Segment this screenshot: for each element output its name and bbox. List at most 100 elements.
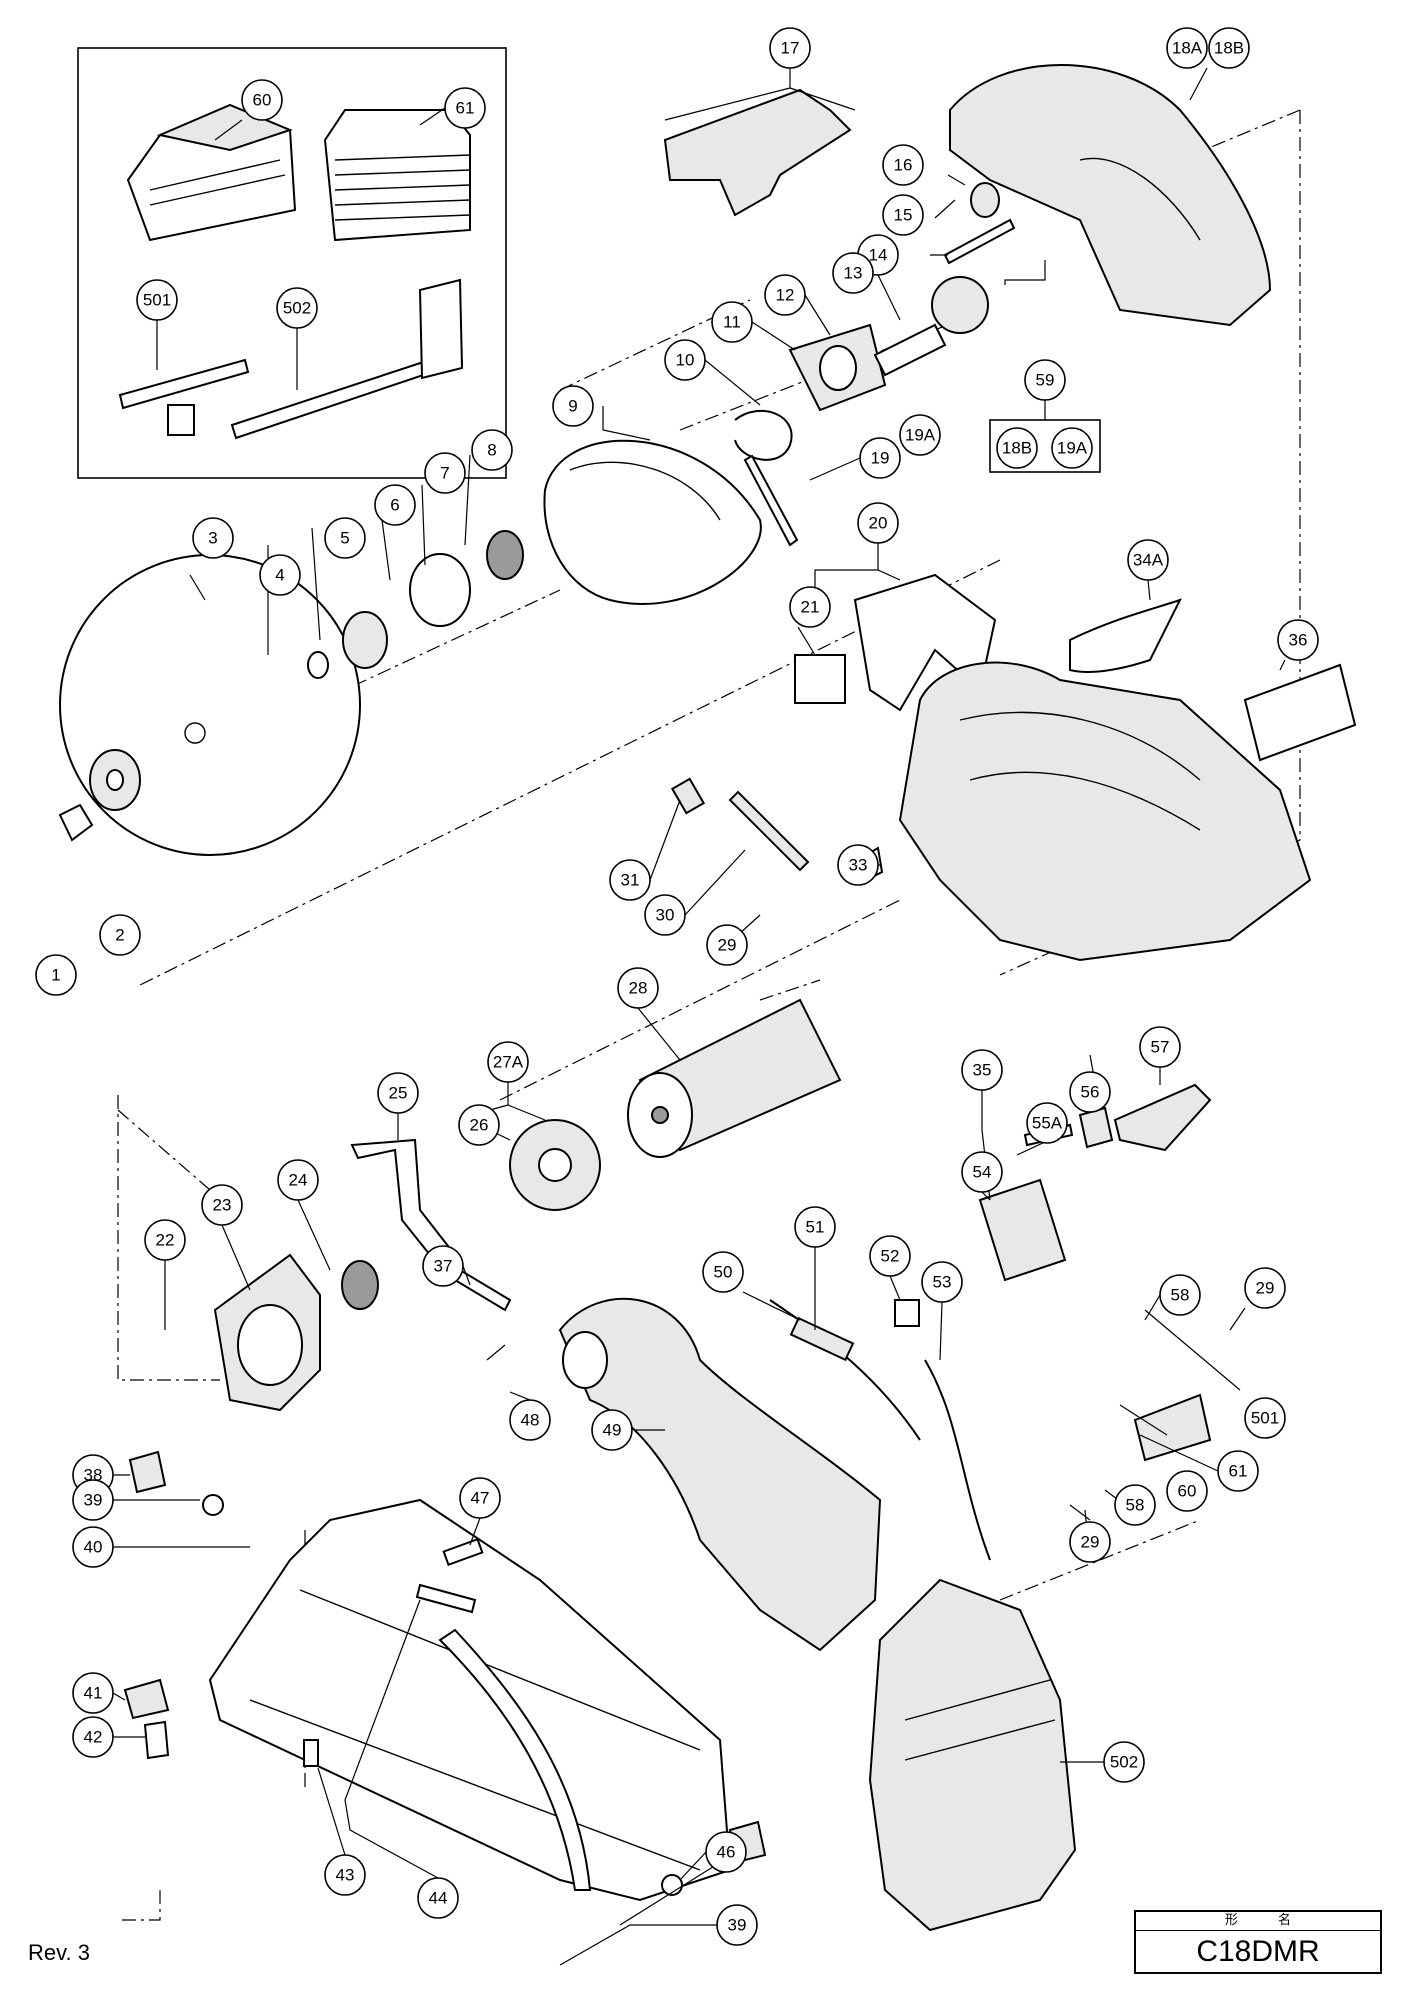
- callout-47[interactable]: 49: [591, 1409, 633, 1451]
- callout-56-b[interactable]: 58: [1114, 1484, 1156, 1526]
- svg-text:501: 501: [1251, 1409, 1279, 1428]
- svg-text:502: 502: [1110, 1753, 1138, 1772]
- callout-26[interactable]: 26: [458, 1104, 500, 1146]
- callout-19A[interactable]: 19A: [899, 414, 941, 456]
- callout-61[interactable]: 59: [1024, 359, 1066, 401]
- svg-text:15: 15: [894, 206, 913, 225]
- part-bearing-holder-12: [788, 323, 887, 412]
- callout-52[interactable]: 54: [961, 1151, 1003, 1193]
- svg-text:39: 39: [728, 1916, 747, 1935]
- svg-text:55A: 55A: [1032, 1114, 1063, 1133]
- callout-35[interactable]: 36: [1277, 619, 1319, 661]
- callout-48[interactable]: 50: [702, 1251, 744, 1293]
- callout-57[interactable]: 60: [1166, 1470, 1208, 1512]
- svg-text:3: 3: [208, 529, 217, 548]
- callout-60[interactable]: 502: [1103, 1741, 1145, 1783]
- callout-17[interactable]: 17: [769, 27, 811, 69]
- part-gear-cover-23: [213, 1253, 321, 1412]
- callout-22[interactable]: 22: [144, 1219, 186, 1261]
- callout-21[interactable]: 20: [857, 502, 899, 544]
- callout-10[interactable]: 10: [664, 339, 706, 381]
- part-washer-38: [202, 1494, 224, 1516]
- callout-20[interactable]: 21: [789, 586, 831, 628]
- callout-50[interactable]: 52: [869, 1235, 911, 1277]
- callout-4[interactable]: 4: [259, 554, 301, 596]
- callout-36[interactable]: 37: [422, 1245, 464, 1287]
- callout-504[interactable]: 502: [276, 287, 318, 329]
- callout-42[interactable]: 43: [324, 1854, 366, 1896]
- callout-61-18B[interactable]: 18B: [996, 427, 1038, 469]
- callout-6[interactable]: 6: [374, 484, 416, 526]
- svg-text:5: 5: [340, 529, 349, 548]
- callout-502[interactable]: 61: [444, 87, 486, 129]
- callout-41[interactable]: 42: [72, 1716, 114, 1758]
- svg-text:8: 8: [487, 441, 496, 460]
- callout-3[interactable]: 3: [192, 517, 234, 559]
- callout-39[interactable]: 40: [72, 1526, 114, 1568]
- callout-56-a[interactable]: 58: [1159, 1274, 1201, 1316]
- callout-501[interactable]: 60: [241, 79, 283, 121]
- svg-text:61: 61: [456, 99, 475, 118]
- callout-7[interactable]: 7: [424, 452, 466, 494]
- callout-32[interactable]: 33: [837, 844, 879, 886]
- part-fan-guide-27A: [509, 1119, 601, 1211]
- callout-29-a[interactable]: 29: [706, 924, 748, 966]
- callout-18A[interactable]: 18A: [1166, 27, 1208, 69]
- callout-30[interactable]: 30: [644, 894, 686, 936]
- callout-12[interactable]: 12: [764, 274, 806, 316]
- part-knob-40: [123, 1678, 170, 1720]
- callout-61-19A[interactable]: 19A: [1051, 427, 1093, 469]
- callout-38-a[interactable]: 39: [72, 1479, 114, 1521]
- svg-text:44: 44: [429, 1889, 448, 1908]
- callout-18B[interactable]: 18B: [1208, 27, 1250, 69]
- part-handle-47: [558, 1297, 882, 1652]
- callout-38-b[interactable]: 39: [716, 1904, 758, 1946]
- callout-16[interactable]: 16: [882, 144, 924, 186]
- callout-2[interactable]: 2: [99, 914, 141, 956]
- callout-31[interactable]: 31: [609, 859, 651, 901]
- accessory-box: [77, 47, 507, 479]
- callout-44[interactable]: 46: [705, 1831, 747, 1873]
- callout-33[interactable]: 34A: [1127, 539, 1169, 581]
- callout-40[interactable]: 41: [72, 1672, 114, 1714]
- callout-29-b[interactable]: 29: [1244, 1267, 1286, 1309]
- part-screw-14: [943, 218, 1016, 265]
- svg-text:37: 37: [434, 1257, 453, 1276]
- callout-53[interactable]: 55A: [1026, 1102, 1068, 1144]
- callout-9[interactable]: 9: [552, 385, 594, 427]
- svg-text:41: 41: [84, 1684, 103, 1703]
- callout-49[interactable]: 51: [794, 1206, 836, 1248]
- callout-58[interactable]: 61: [1217, 1450, 1259, 1492]
- part-ring-4: [307, 651, 329, 679]
- callout-29-c[interactable]: 29: [1069, 1521, 1111, 1563]
- callout-13[interactable]: 13: [832, 252, 874, 294]
- callout-23[interactable]: 23: [201, 1184, 243, 1226]
- svg-text:18B: 18B: [1214, 39, 1244, 58]
- callout-34A[interactable]: 35: [961, 1049, 1003, 1091]
- svg-text:19A: 19A: [1057, 439, 1088, 458]
- svg-text:51: 51: [806, 1218, 825, 1237]
- callout-27A[interactable]: 27A: [487, 1041, 529, 1083]
- callout-11[interactable]: 11: [711, 301, 753, 343]
- part-lock-54: [1078, 1106, 1114, 1149]
- callout-503[interactable]: 501: [136, 279, 178, 321]
- svg-text:60: 60: [1178, 1482, 1197, 1501]
- callout-43[interactable]: 44: [417, 1877, 459, 1919]
- callout-19[interactable]: 19: [859, 437, 901, 479]
- callout-51[interactable]: 53: [921, 1261, 963, 1303]
- callout-28[interactable]: 28: [617, 967, 659, 1009]
- callout-54[interactable]: 56: [1069, 1071, 1111, 1113]
- callout-5[interactable]: 5: [324, 517, 366, 559]
- svg-text:50: 50: [714, 1263, 733, 1282]
- callout-1[interactable]: 1: [35, 954, 77, 996]
- callout-59[interactable]: 501: [1244, 1397, 1286, 1439]
- callout-45[interactable]: 47: [459, 1477, 501, 1519]
- callout-24[interactable]: 24: [277, 1159, 319, 1201]
- callout-8[interactable]: 8: [471, 429, 513, 471]
- part-spring-41: [143, 1720, 170, 1760]
- callout-46[interactable]: 48: [509, 1399, 551, 1441]
- callout-55A[interactable]: 57: [1139, 1026, 1181, 1068]
- callout-15[interactable]: 15: [882, 194, 924, 236]
- callout-25[interactable]: 25: [377, 1072, 419, 1114]
